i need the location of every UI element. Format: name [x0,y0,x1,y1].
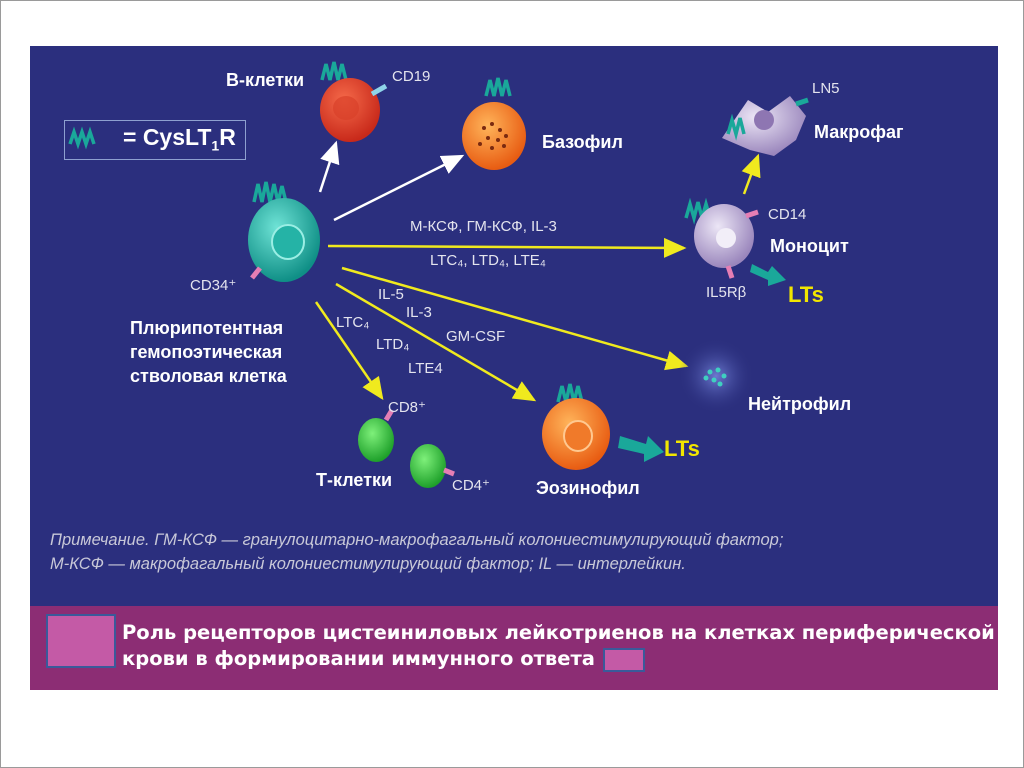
factor-line1: М-КСФ, ГМ-КСФ, IL-3 [410,218,557,235]
arrow-stem-to-neutrophil [341,266,689,371]
factor-ltc4: LTC₄ [336,314,370,331]
neutrophil-label: Нейтрофил [748,394,852,414]
eosinophil-label: Эозинофил [536,478,640,498]
factor-line2: LTC₄, LTD₄, LTE₄ [430,252,546,269]
eosinophil-icon [542,383,664,470]
caption-small-square-decoration [602,647,645,672]
arrow-stem-to-basophil [333,154,465,222]
cd34-label: CD34⁺ [190,277,237,294]
cd14-label: CD14 [768,206,807,223]
basophil-label: Базофил [542,132,623,152]
stem-cell-label: Плюрипотентная гемопоэтическая стволовая… [130,316,287,388]
factor-gmcsf: GM-CSF [446,328,506,345]
footnote: Примечание. ГМ-КСФ — гранулоцитарно-макр… [50,528,980,576]
b-cell-icon [320,61,388,142]
caption-line2: крови в формировании иммунного ответа [122,647,595,670]
factor-il3: IL-3 [406,304,432,321]
stem-label-line1: Плюрипотентная [130,318,284,338]
monocyte-label: Моноцит [770,236,849,256]
arrow-stem-to-monocyte [327,237,687,258]
legend-subscript: 1 [211,137,220,154]
cd4-label: CD4⁺ [452,477,490,494]
t-cells-label: Т-клетки [316,470,393,490]
ln5-label: LN5 [812,80,840,97]
macrophage-icon [722,96,809,156]
footnote-line2: М-КСФ — макрофагальный колониестимулирую… [50,555,686,573]
neutrophil-icon [678,338,754,414]
diagram-panel: = CysLT1R В-клетки CD19 Базофил LN5 Макр… [30,46,998,606]
arrow-stem-to-eosinophil [335,282,537,402]
il5r-label: IL5Rβ [706,284,747,301]
stem-cell-icon [248,181,320,282]
stem-label-line2: гемопоэтическая [130,342,283,362]
arrow-stem-to-tcells [314,301,384,401]
eosinophil-lts-label: LTs [664,436,700,461]
arrow-monocyte-to-macrophage [741,153,761,195]
t-cells-icon [358,408,455,488]
macrophage-label: Макрофаг [814,122,904,142]
arrows [314,140,761,402]
cd19-label: CD19 [392,68,431,85]
caption-banner: Роль рецепторов цистеиниловых лейкотриен… [30,606,998,690]
monocyte-icon [684,197,786,286]
b-cell-label: В-клетки [226,70,305,90]
factor-il5: IL-5 [378,286,404,303]
factor-ltd4: LTD₄ [376,336,410,353]
receptor-legend-icon [68,126,96,150]
caption-square-decoration [46,614,116,668]
caption-line1: Роль рецепторов цистеиниловых лейкотриен… [122,621,995,644]
cd8-label: CD8⁺ [388,399,426,416]
basophil-icon [462,77,526,170]
stem-label-line3: стволовая клетка [130,366,287,386]
legend-suffix: R [219,124,236,150]
receptor-legend: = CysLT1R [64,120,246,160]
arrow-stem-to-bcell [318,140,340,193]
footnote-line1: Примечание. ГМ-КСФ — гранулоцитарно-макр… [50,531,784,549]
legend-equation: = CysLT [123,124,212,150]
monocyte-lts-label: LTs [788,282,824,307]
factor-lte4: LTE4 [408,360,443,377]
diagram-canvas [68,61,809,488]
caption-text: Роль рецепторов цистеиниловых лейкотриен… [122,620,995,672]
